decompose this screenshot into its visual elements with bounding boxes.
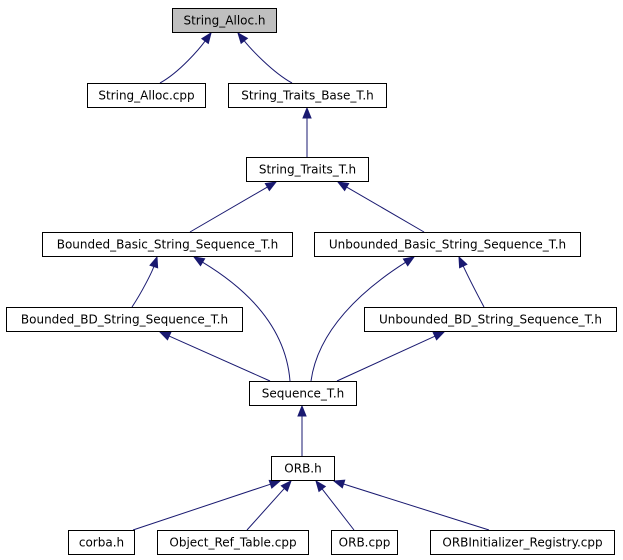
node-box [228, 83, 387, 108]
node-sequence-t-h[interactable]: Sequence_T.h [249, 381, 357, 406]
arrowhead-icon [158, 331, 172, 341]
arrowhead-icon [280, 479, 292, 492]
node-label: ORB.h [284, 462, 321, 476]
edge-line [343, 483, 490, 531]
edge-orb-cpp-to-orb-h [315, 479, 355, 531]
edge-line [346, 186, 425, 233]
edges-layer [131, 31, 490, 531]
arrowhead-icon [268, 479, 282, 489]
edge-object-ref-table-cpp-to-orb-h [246, 479, 292, 531]
arrowhead-icon [200, 31, 212, 45]
edge-bounded-basic-string-sequence-t-h-to-string-traits-t-h [189, 181, 278, 233]
arrowhead-icon [315, 479, 327, 493]
edge-sequence-t-h-to-bounded-bd-string-sequence-t-h [158, 331, 271, 382]
node-box [246, 157, 369, 182]
node-label: Object_Ref_Table.cpp [169, 536, 296, 550]
arrowhead-icon [264, 181, 278, 192]
arrowhead-icon [402, 256, 416, 267]
edge-sequence-t-h-to-bounded-basic-string-sequence-t-h [192, 256, 291, 382]
arrowhead-icon [237, 31, 249, 45]
edge-bounded-bd-string-sequence-t-h-to-bounded-basic-string-sequence-t-h [131, 255, 159, 308]
node-label: corba.h [79, 536, 124, 550]
node-label: Sequence_T.h [262, 387, 345, 401]
node-label: ORB.cpp [339, 536, 391, 550]
edge-orb-h-to-sequence-t-h [297, 404, 307, 456]
node-label: ORBInitializer_Registry.cpp [442, 536, 602, 550]
edge-line [462, 265, 485, 308]
node-box [271, 456, 335, 481]
node-label: String_Alloc.cpp [98, 89, 194, 103]
node-box [157, 530, 309, 555]
arrowhead-icon [336, 181, 350, 192]
edge-sequence-t-h-to-unbounded-bd-string-sequence-t-h [336, 331, 446, 382]
edge-line [159, 40, 206, 84]
node-orb-h[interactable]: ORB.h [271, 456, 335, 481]
node-box [87, 83, 206, 108]
node-label: Unbounded_BD_String_Sequence_T.h [379, 313, 602, 327]
edge-corba-h-to-orb-h [132, 479, 282, 531]
node-box [68, 530, 135, 555]
edge-unbounded-bd-string-sequence-t-h-to-unbounded-basic-string-sequence-t-h [458, 255, 485, 308]
node-corba-h[interactable]: corba.h [68, 530, 135, 555]
edge-line [321, 488, 355, 531]
node-label: Unbounded_Basic_String_Sequence_T.h [329, 238, 566, 252]
edge-line [202, 261, 291, 382]
node-box [172, 8, 277, 33]
edge-line [310, 261, 406, 382]
arrowhead-icon [302, 106, 312, 119]
node-unbounded-bd-string-sequence-t-h[interactable]: Unbounded_BD_String_Sequence_T.h [364, 307, 617, 332]
edge-orbinitializer-registry-cpp-to-orb-h [332, 479, 490, 531]
node-string-traits-t-h[interactable]: String_Traits_T.h [246, 157, 369, 182]
arrowhead-icon [192, 256, 206, 267]
edge-line [246, 488, 285, 531]
node-label: String_Alloc.h [183, 14, 265, 28]
node-box [364, 307, 617, 332]
node-string-alloc-cpp[interactable]: String_Alloc.cpp [87, 83, 206, 108]
edge-line [189, 186, 268, 233]
arrowhead-icon [297, 404, 307, 417]
node-bounded-bd-string-sequence-t-h[interactable]: Bounded_BD_String_Sequence_T.h [6, 307, 243, 332]
edge-line [132, 483, 271, 531]
node-orb-cpp[interactable]: ORB.cpp [331, 530, 398, 555]
edge-line [168, 335, 271, 382]
edge-sequence-t-h-to-unbounded-basic-string-sequence-t-h [310, 256, 416, 382]
node-label: String_Traits_Base_T.h [241, 89, 374, 103]
node-box [331, 530, 398, 555]
edge-string-traits-t-h-to-string-traits-base-t-h [302, 106, 312, 157]
node-object-ref-table-cpp[interactable]: Object_Ref_Table.cpp [157, 530, 309, 555]
node-label: Bounded_Basic_String_Sequence_T.h [57, 238, 279, 252]
arrowhead-icon [458, 255, 468, 269]
edge-string-traits-base-t-h-to-string-alloc-h [237, 31, 293, 84]
arrowhead-icon [149, 255, 159, 269]
edge-string-alloc-cpp-to-string-alloc-h [159, 31, 212, 84]
node-box [6, 307, 243, 332]
node-string-alloc-h[interactable]: String_Alloc.h [172, 8, 277, 33]
node-string-traits-base-t-h[interactable]: String_Traits_Base_T.h [228, 83, 387, 108]
node-box [314, 232, 581, 257]
edge-unbounded-basic-string-sequence-t-h-to-string-traits-t-h [336, 181, 425, 233]
node-unbounded-basic-string-sequence-t-h[interactable]: Unbounded_Basic_String_Sequence_T.h [314, 232, 581, 257]
node-box [249, 381, 357, 406]
edge-line [243, 40, 293, 84]
node-label: String_Traits_T.h [259, 163, 356, 177]
node-orbinitializer-registry-cpp[interactable]: ORBInitializer_Registry.cpp [430, 530, 615, 555]
node-box [42, 232, 293, 257]
edge-line [336, 335, 436, 382]
arrowhead-icon [332, 479, 346, 489]
node-box [430, 530, 615, 555]
arrowhead-icon [432, 331, 446, 341]
node-bounded-basic-string-sequence-t-h[interactable]: Bounded_Basic_String_Sequence_T.h [42, 232, 293, 257]
edge-line [131, 266, 155, 308]
node-label: Bounded_BD_String_Sequence_T.h [21, 313, 228, 327]
